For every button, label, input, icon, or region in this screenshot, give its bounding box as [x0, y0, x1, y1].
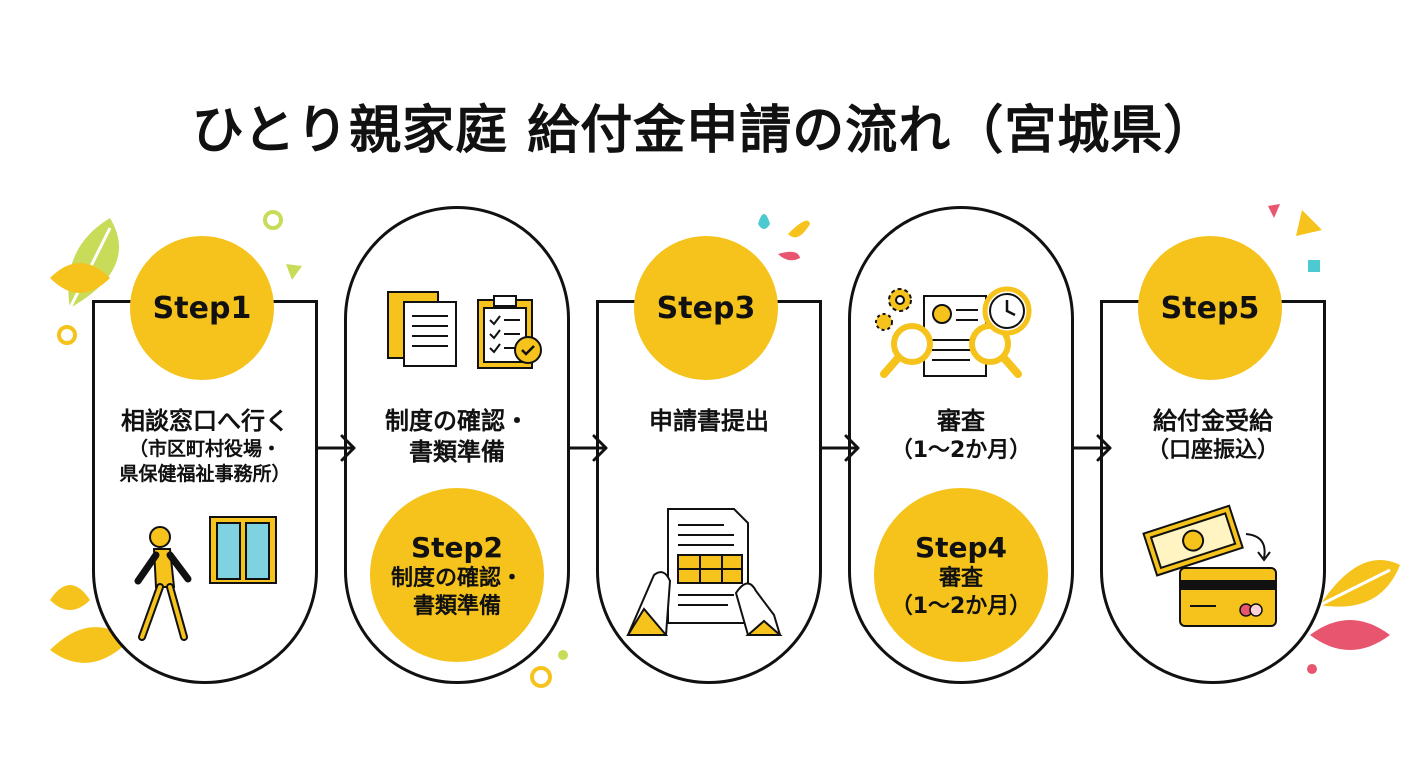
step-main-line-1: 制度の確認・ [385, 407, 529, 435]
step-main-text-1: 相談窓口へ行く [121, 407, 289, 435]
step-badge-4: Step4 審査 （1〜2か月） [874, 488, 1048, 662]
step-main-line-2: 書類準備 [409, 438, 505, 467]
step-note-line-2: 県保健福祉事務所） [119, 462, 291, 485]
step-label-1: Step1 [130, 236, 274, 380]
confetti-decoration [1268, 204, 1322, 272]
dot-decoration [558, 650, 568, 660]
step-text-4: 審査 （1〜2か月） [848, 406, 1074, 466]
door-icon [209, 516, 277, 584]
arrow-right-icon [820, 434, 860, 462]
step-badge-line-2: （1〜2か月） [890, 593, 1032, 619]
application-form-hands-icon [626, 508, 783, 636]
leaf-decoration-right [1307, 560, 1400, 674]
step-main-text-4: 審査 [937, 407, 985, 435]
documents-icon [387, 291, 457, 367]
arrow-right-icon [568, 434, 608, 462]
step-badge-line-1: 審査 [938, 566, 983, 591]
clock-icon [982, 286, 1032, 336]
step-note-line-1: （市区町村役場・ [128, 438, 281, 461]
step-badge-line-2: 書類準備 [412, 593, 501, 619]
arrow-right-icon [1072, 434, 1112, 462]
step-note-5: （口座振込） [1146, 438, 1279, 464]
ring-decoration [57, 325, 77, 345]
step-text-2: 制度の確認・ 書類準備 [344, 406, 570, 468]
step-badge-line-1: 制度の確認・ [390, 566, 523, 591]
walking-person-icon [134, 526, 192, 641]
step-note-4: （1〜2か月） [890, 438, 1032, 464]
bank-card-icon [1179, 533, 1277, 627]
step-label-3: Step3 [634, 236, 778, 380]
magnifier-report-icon [880, 295, 1022, 378]
leaf-decoration-bottom-left [50, 585, 130, 663]
step-text-3: 申請書提出 [596, 406, 822, 437]
step-text-1: 相談窓口へ行く （市区町村役場・ 県保健福祉事務所） [92, 406, 318, 487]
banknote-icon [1142, 504, 1244, 577]
step-main-text-5: 給付金受給 [1153, 407, 1273, 435]
step-main-text-3: 申請書提出 [649, 407, 769, 435]
arrow-right-icon [316, 434, 356, 462]
gears-icon [875, 288, 912, 331]
step-badge-2: Step2 制度の確認・ 書類準備 [370, 488, 544, 662]
triangle-decoration [286, 264, 302, 280]
checklist-clipboard-icon [477, 295, 542, 369]
ring-decoration [530, 666, 552, 688]
step-label-2: Step2 [410, 531, 504, 564]
leaf-decoration-left [50, 218, 119, 309]
step-label-4: Step4 [914, 531, 1008, 564]
step-label-5: Step5 [1138, 236, 1282, 380]
ring-decoration [263, 210, 283, 230]
splash-decoration [758, 214, 810, 261]
page-title: ひとり親家庭 給付金申請の流れ（宮城県） [191, 101, 1217, 161]
step-text-5: 給付金受給 （口座振込） [1100, 406, 1326, 466]
